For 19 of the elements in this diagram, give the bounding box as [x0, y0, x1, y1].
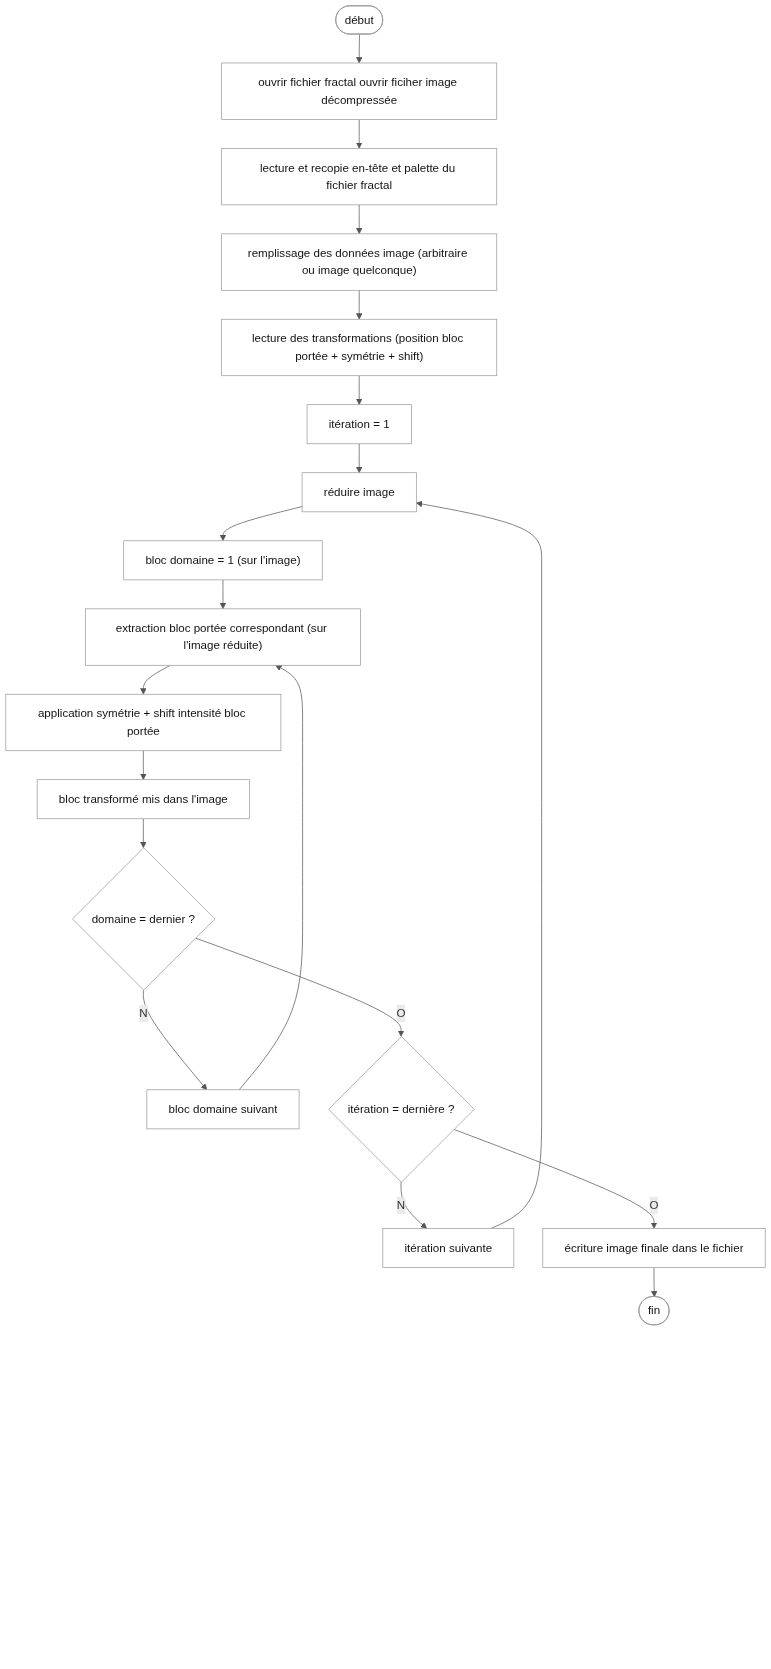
node-box: remplissage des données image (arbitraire ou image quelconque): [221, 233, 498, 291]
node-box: lecture et recopie en-tête et palette du fichier fractal: [221, 148, 498, 206]
node-box: application symétrie + shift intensité bloc portée: [5, 693, 282, 752]
node-box: itération = 1: [306, 404, 412, 445]
node-box: extraction bloc portée correspondant (sur l'image réduite): [85, 608, 361, 666]
node-box: bloc transformé mis dans l'image: [36, 779, 250, 820]
edge-label: O: [396, 1006, 406, 1020]
node-box: ouvrir fichier fractal ouvrir ficiher image décompressée: [221, 62, 498, 120]
edge-label: O: [649, 1198, 659, 1212]
node-diamond: domaine = dernier ?: [72, 847, 216, 991]
node-diamond: itération = dernière ?: [328, 1036, 475, 1183]
edge-label: N: [396, 1198, 406, 1212]
node-box: écriture image finale dans le fichier: [542, 1228, 766, 1268]
node-box: lecture des transformations (position bloc portée + symétrie + shift): [221, 318, 498, 377]
node-box: bloc domaine suivant: [146, 1089, 300, 1130]
node-box: itération suivante: [382, 1228, 515, 1268]
node-box: réduire image: [301, 472, 417, 513]
node-box: bloc domaine = 1 (sur l'image): [123, 540, 323, 581]
edge-label: N: [139, 1006, 148, 1020]
